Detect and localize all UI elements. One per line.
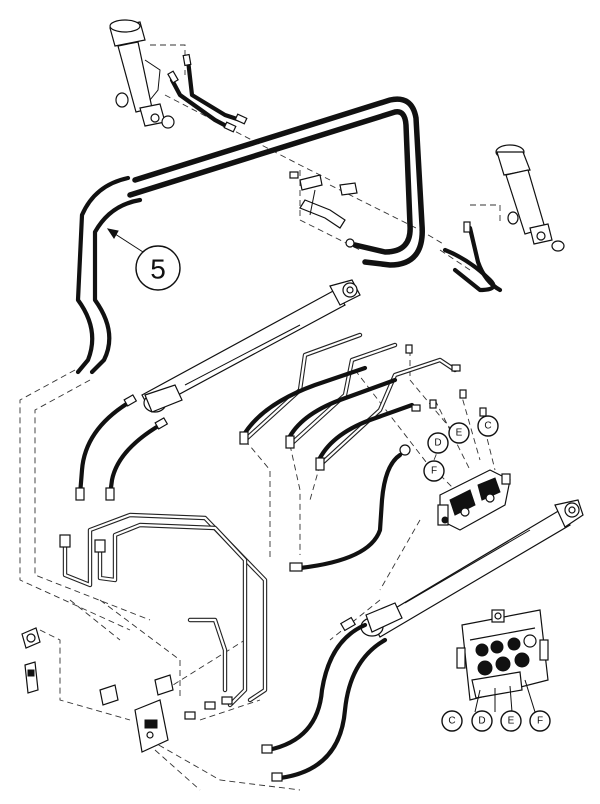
port-label-c: C — [484, 421, 491, 432]
port-label-f: F — [431, 466, 437, 477]
inset-callout-d: D — [471, 710, 493, 732]
center-fittings — [289, 171, 358, 248]
control-valve — [437, 469, 511, 531]
inset-label-c: C — [448, 716, 455, 727]
reference-5-callout: 5 — [106, 228, 181, 291]
inset-port-callouts: C D E F — [441, 710, 551, 732]
inset-callout-c: C — [441, 710, 463, 732]
upper-middle-hoses[interactable] — [239, 365, 415, 471]
port-callout-e: E — [448, 422, 470, 444]
valve-fittings — [405, 344, 487, 417]
far-left-parts — [21, 627, 41, 694]
upper-right-cylinder — [495, 144, 565, 252]
port-label-e: E — [456, 428, 463, 439]
port-label-d: D — [434, 438, 441, 449]
upper-cylinder-hoses[interactable] — [167, 53, 248, 133]
upper-steel-tubes — [242, 332, 458, 468]
inset-label-f: F — [537, 716, 543, 727]
inset-callout-f: F — [529, 710, 551, 732]
valve-f-hose[interactable] — [289, 444, 411, 572]
middle-left-cylinder — [141, 279, 361, 413]
inset-callout-e: E — [500, 710, 522, 732]
port-callout-c: C — [477, 415, 499, 437]
right-upper-hose[interactable] — [442, 221, 503, 293]
port-callout-f: F — [423, 460, 445, 482]
port-callout-d: D — [427, 432, 449, 454]
inset-label-d: D — [478, 716, 485, 727]
lower-right-hoses[interactable] — [261, 616, 388, 782]
main-loop-hose[interactable] — [75, 96, 425, 375]
valve-port-callouts: D E C F — [423, 415, 499, 482]
lower-right-cylinder — [360, 499, 584, 638]
inset-label-e: E — [508, 716, 515, 727]
lower-steel-tubes — [59, 512, 268, 708]
upper-left-cylinder — [109, 19, 175, 129]
left-middle-hoses[interactable] — [75, 394, 169, 501]
inset-valve-detail — [456, 609, 549, 713]
reference-number: 5 — [150, 254, 166, 285]
lower-left-valve-block — [99, 674, 233, 753]
